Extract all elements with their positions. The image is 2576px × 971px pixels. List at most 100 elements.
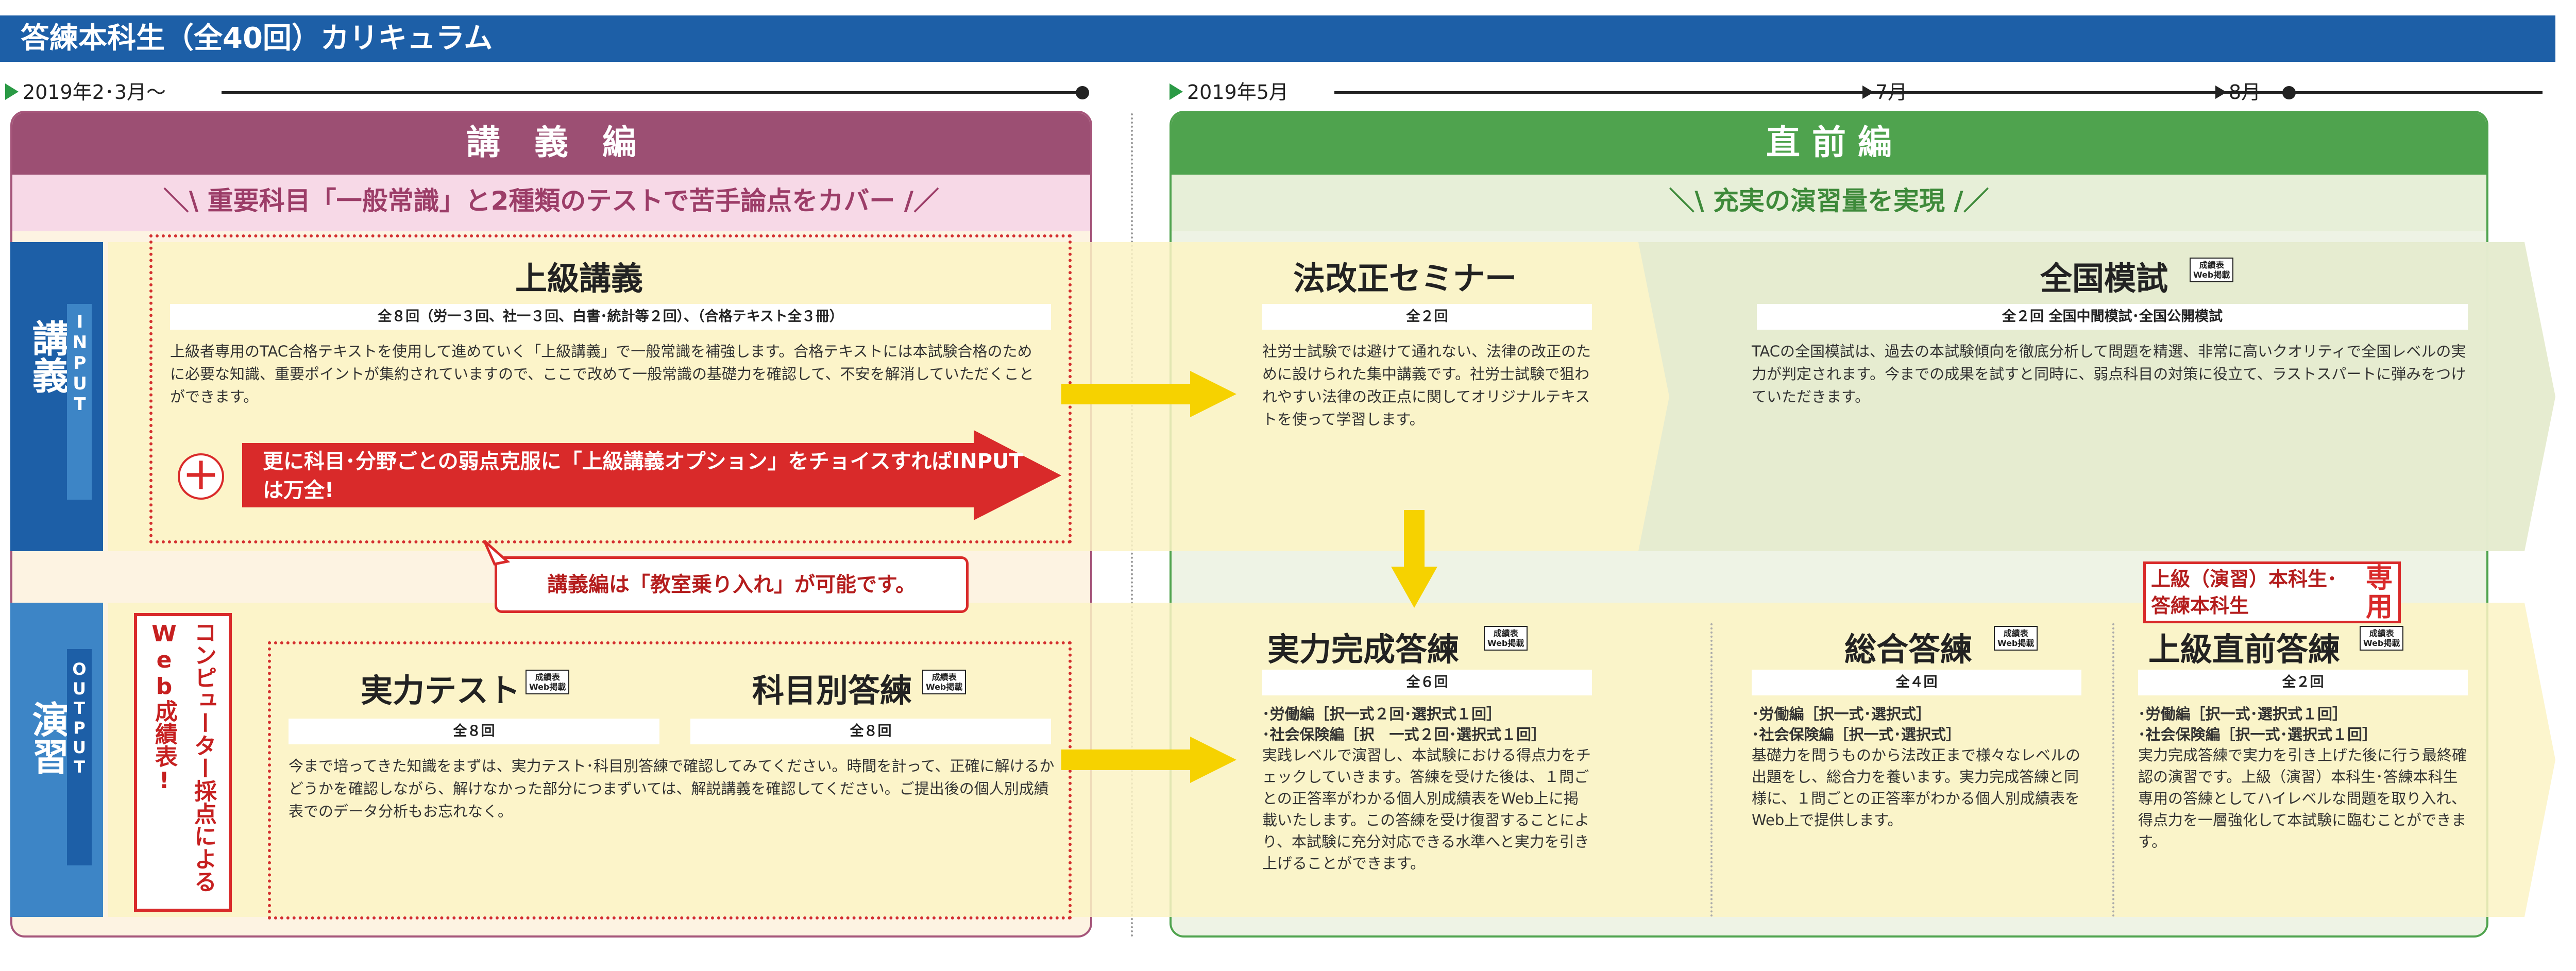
sparkle-left-icon: ＼\	[1669, 186, 1713, 216]
badge-line2: Web掲載	[2193, 270, 2230, 280]
zenkoku-badge: 成績表 Web掲載	[2190, 258, 2234, 282]
jokyu-chokuzen-title: 上級直前答練	[2148, 631, 2341, 668]
final-banner: ＼\ 充実の演習量を実現 /／	[1170, 173, 2488, 229]
jitsuryoku-kansei-body: 実践レベルで演習し、本試験における得点力をチェックしていきます。答練を受けた後は…	[1262, 746, 1591, 872]
jitsuryoku-kansei-line1: ･労働編［択一式２回･選択式１回］	[1262, 705, 1502, 723]
badge-line2: Web掲載	[1487, 638, 1524, 648]
arrow-right-icon	[1061, 737, 1236, 783]
lecture-banner-text: 重要科目「一般常識」と2種類のテストで苦手論点をカバー	[207, 186, 895, 216]
col-separator	[2112, 623, 2114, 917]
input-side-tag	[67, 304, 92, 500]
sogo-title: 総合答練	[1844, 631, 1973, 668]
jokyu-chokuzen-body: 実力完成答練で実力を引き上げた後に行う最終確認の演習です。上級（演習）本科生･答…	[2138, 746, 2467, 850]
web-result-text: コンピューター採点によるWeb成績表!	[151, 621, 216, 893]
hokaisei-sub: 全２回	[1262, 304, 1592, 330]
lecture-title: 講 義 編	[466, 123, 636, 162]
final-banner-bg	[1172, 175, 2486, 231]
senyo-box	[2143, 561, 2401, 623]
zenkoku-title: 全国模試	[2040, 260, 2168, 297]
arrow-right-icon	[1061, 371, 1236, 417]
final-banner-text: 充実の演習量を実現	[1713, 186, 1945, 216]
flow-arrow-output	[1061, 737, 1236, 783]
sparkle-left-icon: ＼\	[163, 186, 208, 216]
badge-line1: 成績表	[931, 672, 957, 682]
jitsuryoku-test-sub: 全８回	[289, 719, 659, 744]
badge-line1: 成績表	[2369, 628, 2394, 638]
senyo-stamp: 専用	[2365, 563, 2393, 623]
page-title: 答練本科生（全40回）カリキュラム	[21, 22, 493, 55]
jokyu-title: 上級講義	[515, 260, 643, 297]
timeline-left-label: 2019年2･3月～	[23, 81, 166, 104]
timeline-left: 2019年2･3月～	[0, 77, 1103, 108]
badge-line1: 成績表	[2003, 628, 2028, 638]
output-side-main: 演習	[26, 701, 69, 775]
zenkoku-sub: 全２回 全国中間模試･全国公開模試	[1757, 304, 2468, 330]
input-side-main: 講義	[26, 319, 69, 394]
sogo-line1: ･労働編［択一式･選択式］	[1752, 705, 1931, 723]
badge-line2: Web掲載	[529, 682, 566, 692]
hokaisei-title: 法改正セミナー	[1293, 260, 1517, 297]
lecture-banner: ＼\ 重要科目「一般常識」と2種類のテストで苦手論点をカバー /／	[10, 173, 1092, 229]
jitsuryoku-kansei-badge: 成績表 Web掲載	[1484, 626, 1528, 651]
timeline-start-marker-icon	[1170, 83, 1183, 100]
kamoku-title: 科目別答練	[752, 672, 912, 709]
jitsuryoku-test-title: 実力テスト	[361, 672, 521, 709]
badge-line1: 成績表	[535, 672, 560, 682]
col-separator	[1710, 623, 1713, 917]
final-title-bar	[1172, 113, 2486, 175]
input-side-sub: INPUT	[70, 312, 90, 415]
header-bar	[0, 15, 2555, 62]
timeline-end-dot-icon	[2282, 86, 2296, 99]
callout-box	[495, 556, 969, 613]
kamoku-sub: 全８回	[690, 719, 1051, 744]
flow-arrow-down	[1391, 510, 1437, 608]
jitsuryoku-kansei-title: 実力完成答練	[1267, 631, 1460, 668]
jokyu-sub: 全８回（労一３回、社一３回、白書･統計等２回）、（合格テキスト全３冊）	[170, 304, 1051, 330]
arrow-right-icon	[2215, 86, 2227, 99]
badge-line2: Web掲載	[2363, 638, 2400, 648]
web-result-box	[134, 613, 232, 912]
callout-pointer	[479, 538, 511, 569]
timeline-end-dot-icon	[1076, 86, 1089, 99]
option-text: 更に科目･分野ごとの弱点克服に「上級講義オプション」をチョイスすればINPUTは…	[263, 450, 1023, 502]
arrow-down-icon	[1391, 510, 1437, 608]
sparkle-right-icon: /／	[895, 186, 940, 216]
badge-line1: 成績表	[2199, 260, 2224, 270]
timeline-right: 2019年5月 7月 8月	[1164, 77, 2543, 108]
badge-line2: Web掲載	[926, 682, 963, 692]
jokyu-chokuzen-line2: ･社会保険編［択一式･選択式１回］	[2138, 726, 2378, 743]
sogo-badge: 成績表 Web掲載	[1994, 626, 2038, 651]
timeline-start-marker-icon	[5, 83, 19, 100]
lecture-title-bar	[12, 113, 1090, 175]
timeline-aug-label: 8月	[2229, 81, 2261, 104]
timeline-right-label: 2019年5月	[1187, 81, 1289, 104]
badge-line1: 成績表	[1493, 628, 1518, 638]
sparkle-right-icon: /／	[1945, 186, 1989, 216]
sogo-sub: 全４回	[1752, 670, 2081, 695]
option-arrow-shape	[242, 430, 1061, 520]
final-title: 直 前 編	[1766, 123, 1892, 162]
test-body: 今まで培ってきた知識をまずは、実力テスト･科目別答練で確認してみてください。時間…	[289, 757, 1055, 820]
senyo-label-line2: 答練本科生	[2151, 594, 2249, 617]
kamoku-badge: 成績表 Web掲載	[922, 670, 967, 694]
jokyu-chokuzen-sub: 全２回	[2138, 670, 2468, 695]
test-box	[268, 641, 1072, 919]
senyo-label-line1: 上級（演習）本科生･	[2151, 568, 2337, 590]
zenkoku-body: TACの全国模試は、過去の本試験傾向を徹底分析して問題を精選、非常に高いクオリテ…	[1752, 343, 2466, 405]
flow-arrow-input	[1061, 371, 1236, 417]
output-side-sub: OUTPUT	[70, 659, 89, 777]
sogo-line2: ･社会保険編［択一式･選択式］	[1752, 726, 1961, 743]
lecture-banner-bg	[12, 175, 1090, 231]
jitsuryoku-kansei-line2: ･社会保険編［択 一式２回･選択式１回］	[1262, 726, 1547, 743]
jokyu-body: 上級者専用のTAC合格テキストを使用して進めていく「上級講義」で一般常識を補強し…	[170, 343, 1034, 405]
callout-text: 講義編は「教室乗り入れ」が可能です。	[547, 573, 916, 597]
jokyu-chokuzen-badge: 成績表 Web掲載	[2360, 626, 2404, 651]
sogo-body: 基礎力を問うものから法改正まで様々なレベルの出題をし、総合力を養います。実力完成…	[1752, 746, 2081, 829]
option-plus-icon: ＋	[178, 453, 224, 500]
jitsuryoku-test-badge: 成績表 Web掲載	[526, 670, 570, 694]
hokaisei-body: 社労士試験では避けて通れない、法律の改正のために設けられた集中講義です。社労士試…	[1262, 343, 1591, 428]
arrow-right-icon	[1862, 86, 1874, 99]
badge-line2: Web掲載	[1997, 638, 2035, 648]
option-arrow	[242, 430, 1061, 520]
jitsuryoku-kansei-sub: 全６回	[1262, 670, 1592, 695]
